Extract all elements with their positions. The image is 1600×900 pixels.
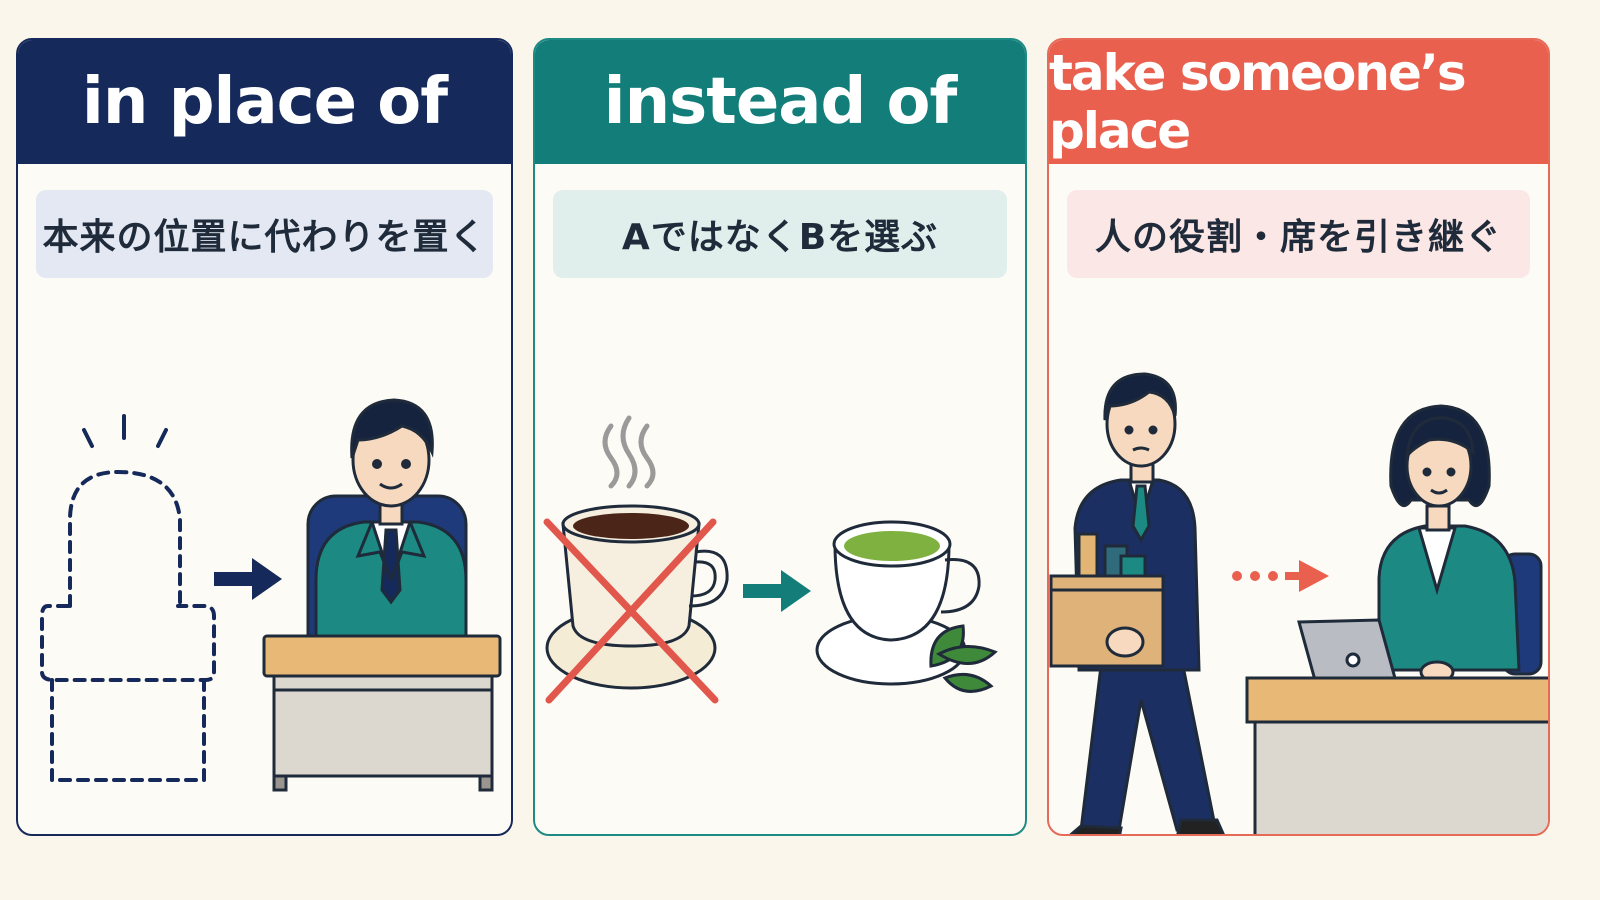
arrow-right-icon bbox=[214, 558, 282, 600]
instead-of-illustration bbox=[543, 415, 998, 704]
woman-at-laptop-icon bbox=[1245, 404, 1548, 834]
cross-out-mark bbox=[543, 518, 719, 704]
panel-title: in place of bbox=[18, 40, 511, 164]
in-place-of-illustration bbox=[40, 398, 502, 792]
green-tea-cup-icon bbox=[815, 520, 998, 693]
man-carrying-box-icon bbox=[1049, 372, 1225, 834]
take-someones-place-illustration bbox=[1049, 372, 1548, 834]
panel-caption: AではなくBを選ぶ bbox=[553, 190, 1007, 278]
panel-title: instead of bbox=[535, 40, 1025, 164]
panel-caption: 本来の位置に代わりを置く bbox=[36, 190, 493, 278]
panel-in-place-of: in place of 本来の位置に代わりを置く bbox=[16, 38, 513, 836]
panel-instead-of: instead of AではなくBを選ぶ bbox=[533, 38, 1027, 836]
panel-title: take someone’s place bbox=[1049, 40, 1548, 164]
dotted-arrow-right-icon bbox=[1232, 560, 1329, 592]
tea-leaves-icon bbox=[929, 624, 998, 693]
steam-lines bbox=[602, 415, 656, 489]
crossed-out-coffee-cup-icon bbox=[543, 415, 729, 704]
panel-take-someones-place: take someone’s place 人の役割・席を引き継ぐ bbox=[1047, 38, 1550, 836]
sparkle-lines bbox=[82, 414, 168, 448]
arrow-right-icon bbox=[743, 570, 811, 612]
businessman-at-desk-icon bbox=[262, 398, 502, 792]
panel-caption: 人の役割・席を引き継ぐ bbox=[1067, 190, 1530, 278]
empty-chair-outline-icon bbox=[40, 469, 216, 782]
